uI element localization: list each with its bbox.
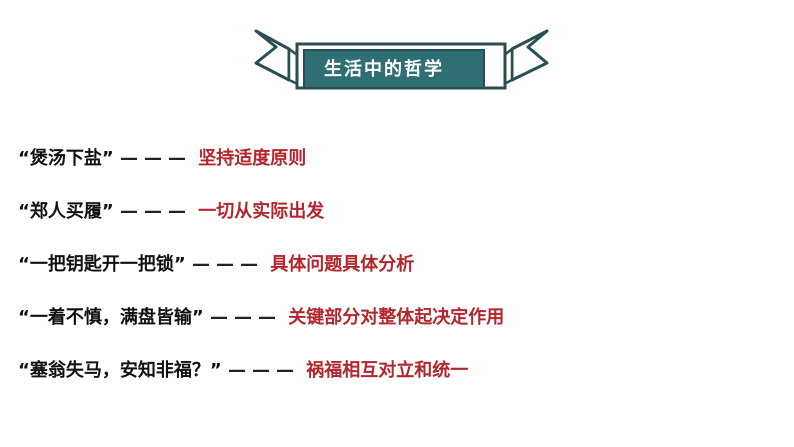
list-item: “塞翁失马，安知非福？” ——— 祸福相互对立和统一 <box>18 354 468 388</box>
idiom-quote: “一着不慎，满盘皆输” <box>18 307 204 328</box>
dash-separator: ——— <box>191 254 264 275</box>
idiom-quote: “一把钥匙开一把锁” <box>18 254 186 275</box>
philosophy-meaning: 具体问题具体分析 <box>270 254 415 275</box>
dash-separator: ——— <box>119 148 192 169</box>
philosophy-meaning: 一切从实际出发 <box>198 201 325 222</box>
dash-separator: ——— <box>119 201 192 222</box>
list-item: “一把钥匙开一把锁” ——— 具体问题具体分析 <box>18 248 414 282</box>
list-item: “一着不慎，满盘皆输” ——— 关键部分对整体起决定作用 <box>18 301 504 335</box>
idiom-quote: “郑人买履” <box>18 201 114 222</box>
philosophy-meaning: 坚持适度原则 <box>198 148 307 169</box>
idiom-quote: “煲汤下盐” <box>18 148 114 169</box>
dash-separator: ——— <box>227 360 300 381</box>
philosophy-meaning: 关键部分对整体起决定作用 <box>288 307 505 328</box>
dash-separator: ——— <box>209 307 282 328</box>
banner-left-tail <box>254 29 291 82</box>
idiom-quote: “塞翁失马，安知非福？” <box>18 360 222 381</box>
banner-right-tail <box>510 29 549 82</box>
list-item: “郑人买履” ——— 一切从实际出发 <box>18 195 324 229</box>
banner-fill <box>303 49 485 89</box>
banner-title: 生活中的哲学 <box>324 59 444 80</box>
list-item: “煲汤下盐” ——— 坚持适度原则 <box>18 142 306 176</box>
philosophy-meaning: 祸福相互对立和统一 <box>306 360 469 381</box>
